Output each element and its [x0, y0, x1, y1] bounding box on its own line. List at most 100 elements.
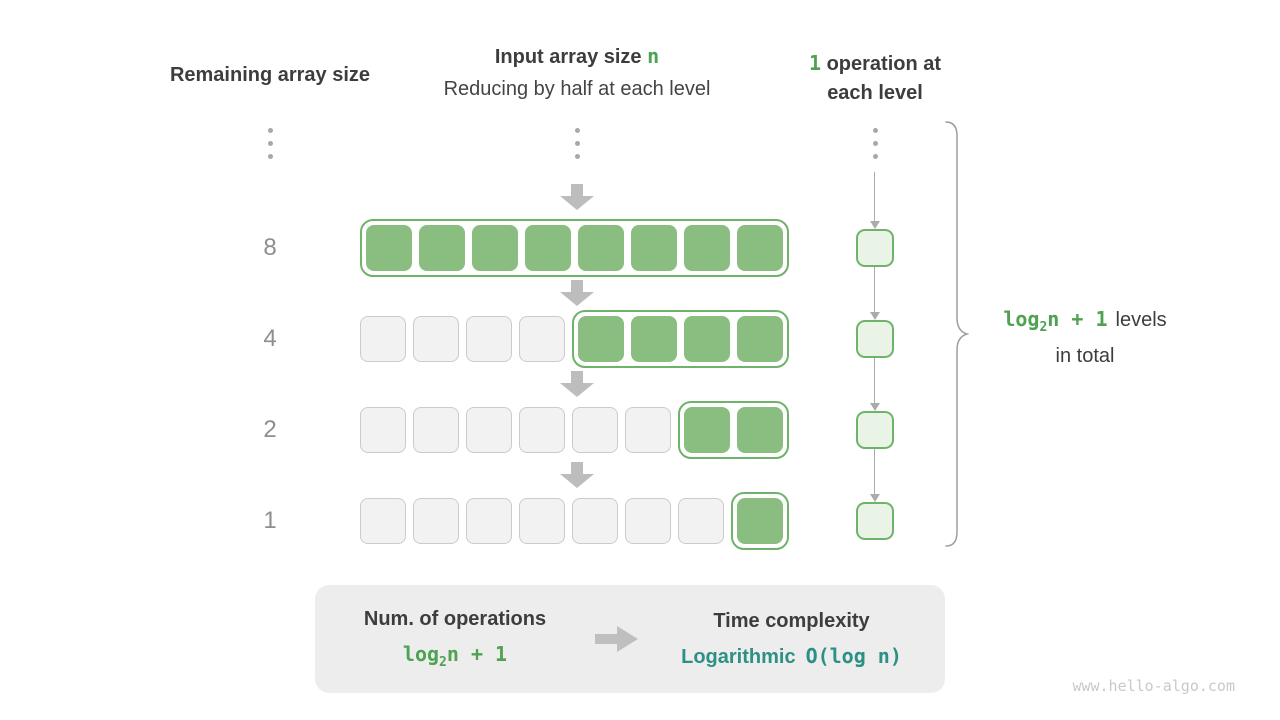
array-cell-active [737, 316, 783, 362]
array-cell-active [366, 225, 412, 271]
array-cell-active [737, 498, 783, 544]
levels-total-line2: in total [1055, 345, 1115, 367]
header-operation-count: 1 [808, 51, 822, 75]
array-row [360, 219, 789, 277]
array-cell-excluded [678, 498, 724, 544]
header-remaining-array-size: Remaining array size [169, 64, 371, 86]
summary-box: Num. of operations log2n + 1 Time comple… [315, 585, 945, 693]
array-cell-active [419, 225, 465, 271]
array-cell-active [578, 225, 624, 271]
array-row [360, 310, 789, 368]
connector-arrowhead [870, 312, 880, 320]
flow-arrow-down [560, 184, 594, 210]
complexity-name: Logarithmic [681, 645, 796, 668]
active-subarray-container [731, 492, 789, 550]
flow-arrow-down [560, 462, 594, 488]
ellipsis-vertical-icon [574, 128, 580, 159]
array-cell-excluded [625, 407, 671, 453]
summary-complexity-value: Logarithmic O(log n) [638, 644, 945, 669]
array-cell-active [737, 225, 783, 271]
array-cell-excluded [413, 407, 459, 453]
level-label: 8 [263, 234, 277, 261]
header-operation-text2: each level [827, 82, 923, 104]
active-subarray-container [360, 219, 789, 277]
array-cell-active [525, 225, 571, 271]
array-row [360, 492, 789, 550]
array-cell-active [472, 225, 518, 271]
array-cell-active [631, 225, 677, 271]
array-cell-excluded [360, 316, 406, 362]
thick-down-arrow-icon [560, 280, 594, 306]
dot [574, 154, 580, 159]
array-cell-excluded [572, 407, 618, 453]
array-cell-excluded [413, 498, 459, 544]
connector-arrowhead [870, 403, 880, 411]
active-subarray-container [572, 310, 789, 368]
array-cell-excluded [519, 498, 565, 544]
header-input-title-text: Input array size [494, 46, 648, 68]
levels-word: levels [1115, 309, 1167, 331]
dot [267, 128, 273, 133]
operation-square [856, 502, 894, 540]
header-operation-per-level: 1 operation at each level [775, 49, 975, 108]
dot [267, 154, 273, 159]
array-cell-active [684, 316, 730, 362]
dot [872, 154, 878, 159]
array-cell-excluded [572, 498, 618, 544]
header-input-array-size: Input array size n Reducing by half at e… [427, 44, 727, 101]
header-input-title-n: n [647, 44, 660, 68]
connector-line [874, 172, 875, 221]
ellipsis-vertical-icon [872, 128, 878, 159]
levels-total-label: log2n + 1 levels in total [980, 305, 1190, 371]
dot [872, 141, 878, 146]
array-cell-excluded [360, 498, 406, 544]
watermark: www.hello-algo.com [1072, 677, 1235, 695]
right-curly-brace-icon [945, 121, 970, 547]
array-cell-excluded [466, 316, 512, 362]
array-cell-excluded [466, 498, 512, 544]
array-cell-excluded [360, 407, 406, 453]
summary-operations-title: Num. of operations [363, 608, 547, 630]
dot [872, 128, 878, 133]
flow-arrow-down [560, 371, 594, 397]
dot [574, 128, 580, 133]
operation-square [856, 411, 894, 449]
level-label: 1 [263, 507, 277, 534]
array-cell-active [684, 407, 730, 453]
header-input-title: Input array size n [427, 44, 727, 69]
header-input-subtitle: Reducing by half at each level [443, 78, 711, 100]
active-subarray-container [678, 401, 789, 459]
header-operation-text1: operation at [821, 53, 942, 75]
summary-complexity: Time complexity Logarithmic O(log n) [638, 610, 945, 669]
ellipsis-vertical-icon [267, 128, 273, 159]
levels-total-line1: log2n + 1 levels [980, 305, 1190, 342]
array-cell-excluded [625, 498, 671, 544]
connector-arrowhead [870, 221, 880, 229]
thick-right-arrow-icon [595, 626, 638, 652]
connector-line [874, 449, 875, 494]
connector-arrowhead [870, 494, 880, 502]
thick-down-arrow-icon [560, 371, 594, 397]
array-cell-active [684, 225, 730, 271]
array-cell-active [631, 316, 677, 362]
flow-arrow-down [560, 280, 594, 306]
array-row [360, 401, 789, 459]
connector-line [874, 267, 875, 312]
array-cell-excluded [519, 316, 565, 362]
thick-down-arrow-icon [560, 184, 594, 210]
complexity-big-o: O(log n) [805, 643, 902, 668]
array-cell-excluded [413, 316, 459, 362]
level-label: 2 [263, 416, 277, 443]
level-label: 4 [263, 325, 277, 352]
array-cell-excluded [519, 407, 565, 453]
array-cell-active [737, 407, 783, 453]
summary-operations-formula: log2n + 1 [402, 642, 508, 670]
array-cell-active [578, 316, 624, 362]
levels-formula: log2n + 1 [1003, 307, 1108, 335]
dot [574, 141, 580, 146]
summary-operations: Num. of operations log2n + 1 [315, 608, 595, 670]
operation-square [856, 229, 894, 267]
summary-complexity-title: Time complexity [713, 609, 870, 632]
array-cell-excluded [466, 407, 512, 453]
